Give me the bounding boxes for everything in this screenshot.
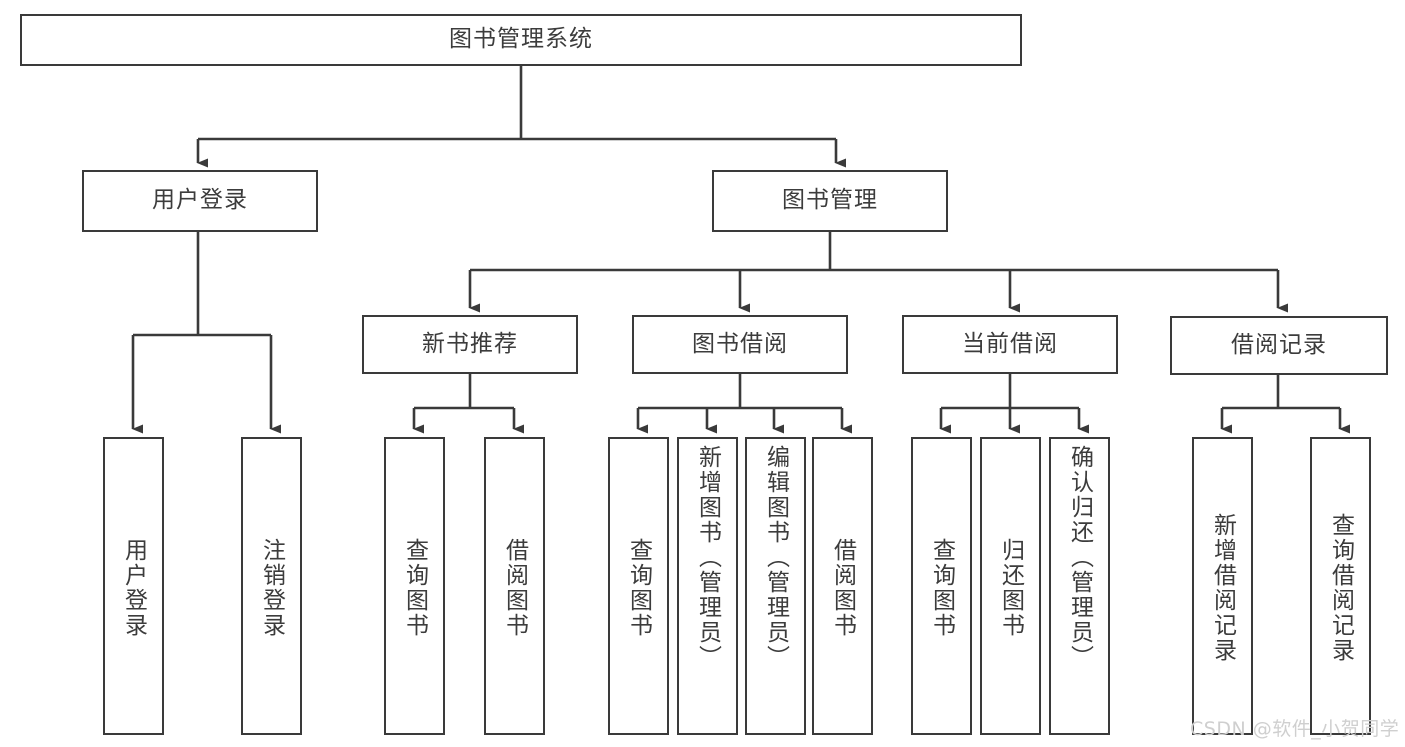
leaf-query-book-1-label: 查询图书 xyxy=(401,538,428,638)
leaf-borrow-book-1[interactable]: 借阅图书 xyxy=(484,437,545,735)
node-new-book-rec[interactable]: 新书推荐 xyxy=(362,315,578,374)
leaf-user-login[interactable]: 用户登录 xyxy=(103,437,164,735)
node-current-borrow-label: 当前借阅 xyxy=(962,330,1058,357)
leaf-edit-book-label: 编辑图书（管理员） xyxy=(762,445,789,670)
leaf-add-record[interactable]: 新增借阅记录 xyxy=(1192,437,1253,735)
leaf-add-book[interactable]: 新增图书（管理员） xyxy=(677,437,738,735)
node-book-borrow-label: 图书借阅 xyxy=(692,330,788,357)
node-user-login[interactable]: 用户登录 xyxy=(82,170,318,232)
leaf-return-book[interactable]: 归还图书 xyxy=(980,437,1041,735)
node-book-manage[interactable]: 图书管理 xyxy=(712,170,948,232)
node-current-borrow[interactable]: 当前借阅 xyxy=(902,315,1118,374)
node-borrow-record-label: 借阅记录 xyxy=(1231,331,1327,358)
leaf-return-book-label: 归还图书 xyxy=(997,538,1024,638)
leaf-borrow-book-2-label: 借阅图书 xyxy=(829,538,856,638)
leaf-logout-label: 注销登录 xyxy=(258,538,285,638)
leaf-borrow-book-1-label: 借阅图书 xyxy=(501,538,528,638)
leaf-query-book-2[interactable]: 查询图书 xyxy=(608,437,669,735)
node-new-book-rec-label: 新书推荐 xyxy=(422,330,518,357)
leaf-borrow-book-2[interactable]: 借阅图书 xyxy=(812,437,873,735)
leaf-query-book-3-label: 查询图书 xyxy=(928,538,955,638)
csdn-watermark: CSDN @软件_小贺同学 xyxy=(1190,718,1400,740)
leaf-edit-book[interactable]: 编辑图书（管理员） xyxy=(745,437,806,735)
node-root-label: 图书管理系统 xyxy=(449,26,593,53)
node-book-manage-label: 图书管理 xyxy=(782,187,878,214)
leaf-query-book-2-label: 查询图书 xyxy=(625,538,652,638)
node-root[interactable]: 图书管理系统 xyxy=(20,14,1022,66)
node-borrow-record[interactable]: 借阅记录 xyxy=(1170,316,1388,375)
leaf-confirm-return-label: 确认归还（管理员） xyxy=(1066,445,1093,670)
node-user-login-label: 用户登录 xyxy=(152,187,248,214)
leaf-query-book-3[interactable]: 查询图书 xyxy=(911,437,972,735)
node-book-borrow[interactable]: 图书借阅 xyxy=(632,315,848,374)
leaf-query-record-label: 查询借阅记录 xyxy=(1327,513,1354,663)
leaf-logout[interactable]: 注销登录 xyxy=(241,437,302,735)
leaf-query-record[interactable]: 查询借阅记录 xyxy=(1310,437,1371,735)
leaf-add-book-label: 新增图书（管理员） xyxy=(694,445,721,670)
leaf-user-login-label: 用户登录 xyxy=(120,538,147,638)
leaf-query-book-1[interactable]: 查询图书 xyxy=(384,437,445,735)
leaf-add-record-label: 新增借阅记录 xyxy=(1209,513,1236,663)
leaf-confirm-return[interactable]: 确认归还（管理员） xyxy=(1049,437,1110,735)
